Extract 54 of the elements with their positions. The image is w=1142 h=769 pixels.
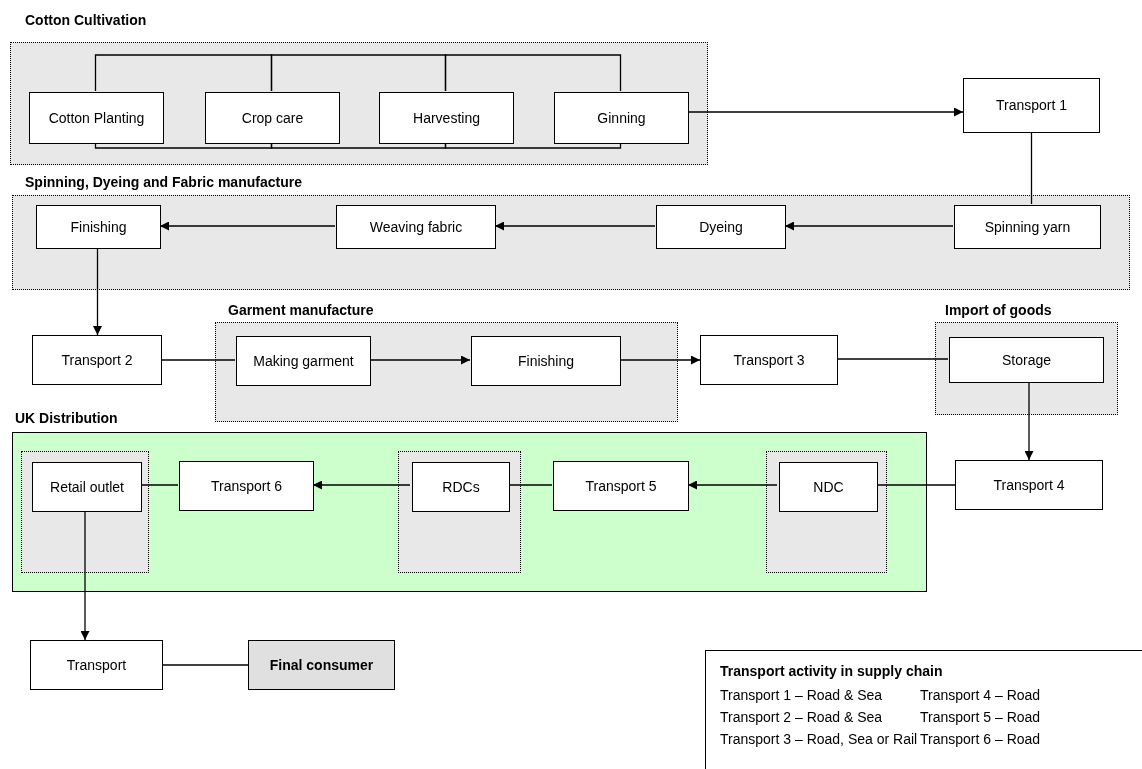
- step-box: Cotton Planting: [29, 92, 164, 144]
- step-box: Transport 3: [700, 335, 838, 385]
- step-box: Making garment: [236, 336, 371, 386]
- arrow: [494, 221, 656, 231]
- panel-text: Transport 4 – Road: [920, 687, 1041, 703]
- step-box: RDCs: [412, 462, 510, 512]
- connector-line: [161, 359, 236, 361]
- connector-line: [270, 54, 447, 92]
- group-title: Import of goods: [945, 302, 1052, 318]
- group-title: UK Distribution: [15, 410, 118, 426]
- step-box: Transport 4: [955, 460, 1103, 510]
- arrow: [369, 355, 471, 365]
- connector-line: [444, 142, 622, 149]
- arrow: [93, 247, 102, 336]
- arrow: [687, 480, 778, 490]
- connector-line: [94, 54, 273, 92]
- connector-line: [444, 54, 622, 92]
- step-box: Ginning: [554, 92, 689, 144]
- step-box: NDC: [779, 462, 878, 512]
- step-box: Transport 6: [179, 461, 314, 511]
- panel-text: Transport 3 – Road, Sea or Rail: [720, 731, 918, 747]
- step-box: Transport 2: [32, 335, 162, 385]
- panel-text: Transport 6 – Road: [920, 731, 1041, 747]
- group-title: Garment manufacture: [228, 302, 374, 318]
- step-box: Transport 1: [963, 78, 1100, 133]
- panel-text: Transport 1 – Road & Sea: [720, 687, 883, 703]
- step-box: Dyeing: [656, 205, 786, 249]
- step-box: Harvesting: [379, 92, 514, 144]
- arrow: [687, 107, 964, 117]
- step-box: Spinning yarn: [954, 205, 1101, 249]
- arrow: [159, 221, 336, 231]
- step-box: Storage: [949, 337, 1104, 383]
- group-title: Spinning, Dyeing and Fabric manufacture: [25, 174, 302, 190]
- arrow: [784, 221, 954, 231]
- panel-heading: Transport activity in supply chain: [720, 663, 943, 679]
- connector-line: [1030, 132, 1033, 205]
- connector-line: [837, 358, 949, 360]
- panel-text: Transport 2 – Road & Sea: [720, 709, 883, 725]
- panel-text: Transport 5 – Road: [920, 709, 1041, 725]
- step-box: Weaving fabric: [336, 205, 496, 249]
- arrow: [619, 355, 701, 365]
- step-box: Transport 5: [553, 461, 689, 511]
- step-box: Retail outlet: [32, 462, 142, 512]
- arrow: [312, 480, 411, 490]
- connector-line: [94, 142, 273, 149]
- end-box: Final consumer: [248, 640, 395, 690]
- connector-line: [162, 664, 249, 666]
- connector-line: [270, 142, 447, 149]
- step-box: Crop care: [205, 92, 340, 144]
- step-box: Transport: [30, 640, 163, 690]
- arrow: [1024, 381, 1034, 461]
- step-box: Finishing: [36, 205, 161, 249]
- step-box: Finishing: [471, 336, 621, 386]
- group-title: Cotton Cultivation: [25, 12, 147, 28]
